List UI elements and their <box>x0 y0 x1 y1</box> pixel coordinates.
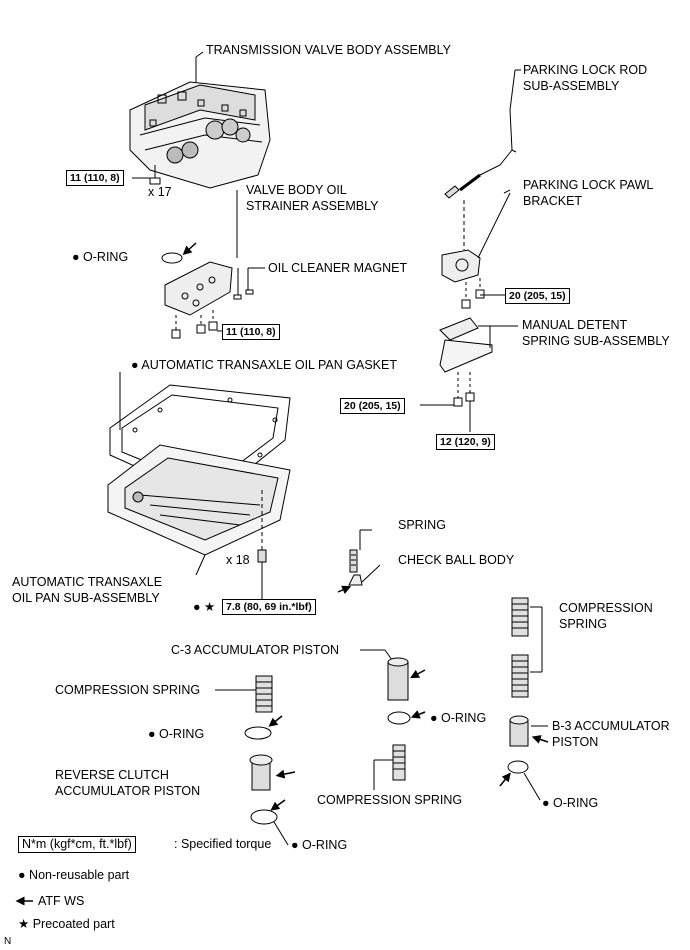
label-oring-left: ● O-RING <box>148 727 204 742</box>
label-reverse-1: REVERSE CLUTCH <box>55 768 169 782</box>
oil-strainer-drawing <box>164 190 238 339</box>
label-oring-1-text: O-RING <box>83 250 129 264</box>
non-reusable-dot-icon: ● <box>542 796 550 810</box>
non-reusable-dot-icon: ● <box>18 868 26 882</box>
precoated-star-icon: ★ <box>204 600 216 614</box>
non-reusable-dot-icon: ● <box>430 711 438 725</box>
legend-precoated: ★ Precoated part <box>18 917 115 932</box>
label-detent-1: MANUAL DETENT <box>522 318 628 332</box>
label-oring-reverse: ● O-RING <box>291 838 347 853</box>
label-x18: x 18 <box>226 553 250 567</box>
legend-torque-unit: N*m (kgf*cm, ft.*lbf) <box>18 836 136 853</box>
label-pan-2: OIL PAN SUB-ASSEMBLY <box>12 591 160 605</box>
label-parking-rod-2: SUB-ASSEMBLY <box>523 79 620 93</box>
torque-box-oilpan: 7.8 (80, 69 in.*lbf) <box>222 599 316 615</box>
precoated-star-icon: ★ <box>18 917 30 931</box>
non-reusable-dot-icon: ● <box>148 727 156 741</box>
check-ball-drawing <box>337 529 381 594</box>
label-valve-body: TRANSMISSION VALVE BODY ASSEMBLY <box>206 43 451 57</box>
parking-pawl-bracket-drawing <box>441 192 511 309</box>
label-c3: C-3 ACCUMULATOR PISTON <box>171 643 340 657</box>
oring-strainer <box>161 252 183 264</box>
label-pawl-2: BRACKET <box>523 194 583 208</box>
label-check-ball: CHECK BALL BODY <box>398 553 515 567</box>
label-pan-1: AUTOMATIC TRANSAXLE <box>12 575 163 589</box>
legend-torque-desc: : Specified torque <box>174 837 272 851</box>
label-magnet: OIL CLEANER MAGNET <box>268 261 408 275</box>
label-b3-2: PISTON <box>552 735 599 749</box>
legend-non-reusable-text: Non-reusable part <box>29 868 130 882</box>
label-compression-right-2: SPRING <box>559 617 607 631</box>
label-detent-2: SPRING SUB-ASSEMBLY <box>522 334 670 348</box>
torque-box-strainer: 11 (110, 8) <box>222 324 280 340</box>
label-oring-reverse-text: O-RING <box>302 838 348 852</box>
torque-oilpan-row: ● ★ <box>193 600 215 615</box>
non-reusable-dot-icon: ● <box>131 358 139 372</box>
c3-piston-drawing <box>360 649 426 790</box>
torque-box-detent: 20 (205, 15) <box>340 398 405 414</box>
label-x17: x 17 <box>148 185 172 199</box>
label-oring-left-text: O-RING <box>159 727 205 741</box>
torque-box-detent-2: 12 (120, 9) <box>436 434 495 450</box>
label-parking-rod-1: PARKING LOCK ROD <box>523 63 648 77</box>
label-strainer-2: STRAINER ASSEMBLY <box>246 199 379 213</box>
label-compression-center: COMPRESSION SPRING <box>317 793 463 807</box>
label-oring-b3: ● O-RING <box>542 796 598 811</box>
legend-atf: ATF WS <box>38 894 85 908</box>
non-reusable-dot-icon: ● <box>72 250 80 264</box>
label-gasket-text: AUTOMATIC TRANSAXLE OIL PAN GASKET <box>141 358 397 372</box>
non-reusable-dot-icon: ● <box>193 600 201 614</box>
corner-mark: N <box>4 936 12 947</box>
reverse-piston-drawing <box>215 675 296 846</box>
label-spring: SPRING <box>398 518 446 532</box>
label-gasket: ● AUTOMATIC TRANSAXLE OIL PAN GASKET <box>131 358 397 373</box>
torque-box-valve-body: 11 (110, 8) <box>66 170 124 186</box>
torque-box-pawl: 20 (205, 15) <box>505 288 570 304</box>
label-oring-c3: ● O-RING <box>430 711 486 726</box>
legend-non-reusable: ● Non-reusable part <box>18 868 129 883</box>
manual-detent-spring-drawing <box>439 317 518 432</box>
oil-pan-gasket-drawing <box>109 372 291 501</box>
label-oring-c3-text: O-RING <box>441 711 487 725</box>
label-b3-1: B-3 ACCUMULATOR <box>552 719 670 733</box>
label-strainer-1: VALVE BODY OIL <box>246 183 347 197</box>
label-oring-b3-text: O-RING <box>553 796 599 810</box>
label-pawl-1: PARKING LOCK PAWL <box>523 178 654 192</box>
non-reusable-dot-icon: ● <box>291 838 299 852</box>
b3-piston-drawing <box>499 715 549 801</box>
valve-body-drawing <box>129 51 271 189</box>
oil-pan-drawing <box>107 444 291 600</box>
label-reverse-2: ACCUMULATOR PISTON <box>55 784 201 798</box>
label-oring-1: ● O-RING <box>72 250 128 265</box>
compression-springs-right <box>511 597 543 698</box>
label-compression-left: COMPRESSION SPRING <box>55 683 201 697</box>
parking-lock-rod-drawing <box>444 69 521 199</box>
label-compression-right-1: COMPRESSION <box>559 601 653 615</box>
legend-precoated-text: Precoated part <box>32 917 115 931</box>
oil-cleaner-magnet-drawing <box>233 267 265 300</box>
